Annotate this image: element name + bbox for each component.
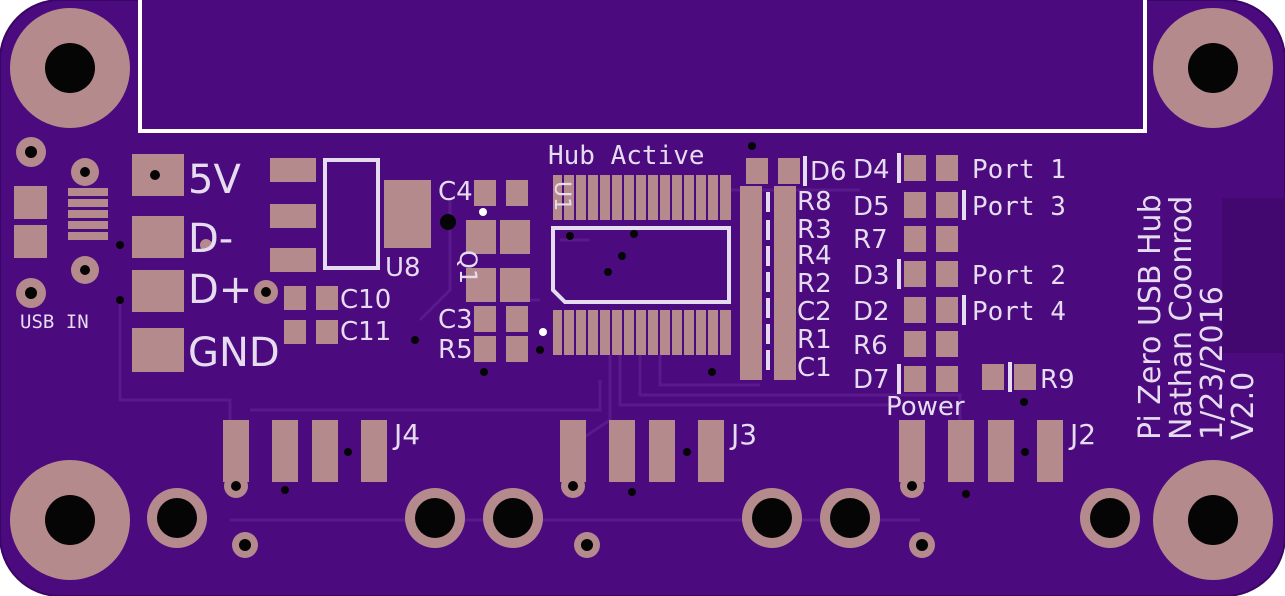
label-port2: Port 2 xyxy=(972,261,1066,291)
usb-in-label: USB IN xyxy=(20,311,89,333)
usb-port-pads xyxy=(223,420,1063,498)
vias xyxy=(116,142,1029,498)
label-d2: D2 xyxy=(853,297,890,327)
label-c11: C11 xyxy=(340,317,391,347)
label-c3: C3 xyxy=(438,305,473,335)
label-port3: Port 3 xyxy=(972,192,1066,222)
label-u8: U8 xyxy=(385,253,421,283)
label-c10: C10 xyxy=(340,285,391,315)
title-block: Pi Zero USB Hub Nathan Coonrod 1/23/2016… xyxy=(1133,194,1261,440)
keepout-outline xyxy=(138,0,1147,133)
u1-footprint xyxy=(539,175,731,355)
label-gnd: GND xyxy=(188,330,280,376)
label-port1: Port 1 xyxy=(972,155,1066,185)
label-j2: J2 xyxy=(1068,418,1096,451)
c4-q1-c3-r5-pads xyxy=(440,180,530,362)
label-d4: D4 xyxy=(853,155,890,185)
d6-pads xyxy=(746,156,807,186)
label-r1: R1 xyxy=(797,325,832,355)
title-line-1: Pi Zero USB Hub xyxy=(1133,194,1168,440)
label-j4: J4 xyxy=(392,418,420,451)
label-d7: D7 xyxy=(853,365,890,395)
label-d5: D5 xyxy=(853,192,890,222)
label-r4: R4 xyxy=(797,241,832,271)
title-line-3: 1/23/2016 xyxy=(1195,286,1230,440)
label-j3: J3 xyxy=(729,418,757,451)
power-header-pads xyxy=(132,154,278,372)
led-pads xyxy=(897,153,1036,394)
label-d-minus: D- xyxy=(188,216,233,262)
usb-in-connector xyxy=(14,137,108,308)
label-d6: D6 xyxy=(810,157,847,187)
label-r5: R5 xyxy=(438,335,473,365)
label-port4: Port 4 xyxy=(972,297,1066,327)
label-hub-active: Hub Active xyxy=(548,141,705,171)
label-u1: U1 xyxy=(549,181,574,211)
label-r7: R7 xyxy=(853,225,888,255)
label-d-plus: D+ xyxy=(188,267,252,313)
label-d3: D3 xyxy=(853,261,890,291)
label-5v: 5V xyxy=(188,157,241,203)
title-line-4: V2.0 xyxy=(1226,372,1261,440)
label-r9: R9 xyxy=(1040,365,1075,395)
resistor-column xyxy=(740,186,796,380)
label-r6: R6 xyxy=(853,331,888,361)
label-r3: R3 xyxy=(797,215,832,245)
u8-footprint xyxy=(270,158,431,272)
usb-shield-holes xyxy=(147,488,1140,558)
c10-c11-pads xyxy=(284,286,338,344)
label-c4: C4 xyxy=(438,177,473,207)
title-line-2: Nathan Coonrod xyxy=(1164,196,1199,440)
label-r8: R8 xyxy=(797,187,832,217)
label-c2: C2 xyxy=(797,297,832,327)
mounting-holes xyxy=(10,8,1273,580)
label-q1: Q1 xyxy=(454,250,482,284)
side-keepout xyxy=(1222,198,1285,353)
label-power: Power xyxy=(886,392,965,422)
label-r2: R2 xyxy=(797,269,832,299)
label-c1: C1 xyxy=(797,353,832,383)
